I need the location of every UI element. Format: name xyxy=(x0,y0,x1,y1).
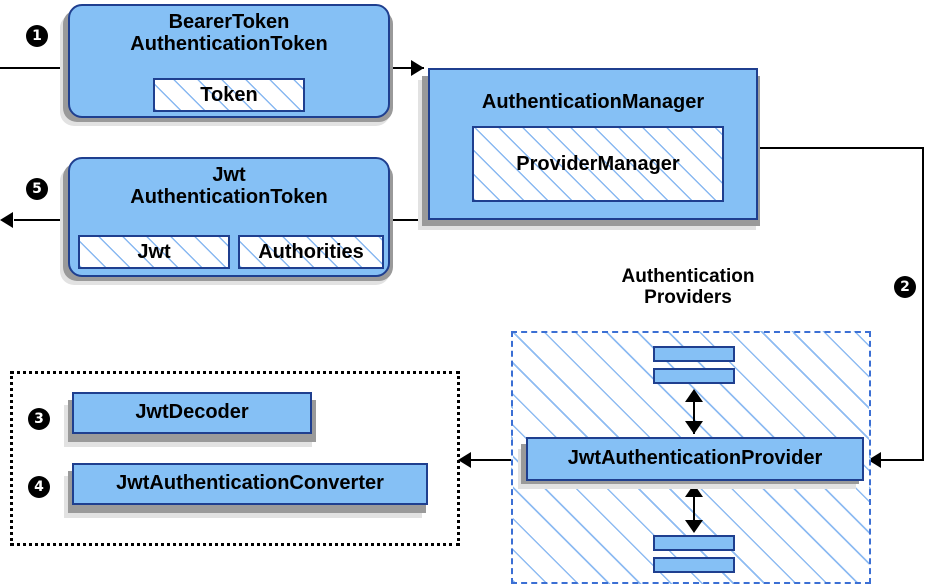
badge-step-2: 2 xyxy=(894,276,916,298)
authentication-manager-box[interactable]: AuthenticationManager ProviderManager xyxy=(428,68,758,220)
provider-stub-upper-a xyxy=(653,346,735,362)
provider-stub-lower-a xyxy=(653,535,735,551)
badge-step-1-label: 1 xyxy=(32,28,42,44)
provider-stub-upper-b xyxy=(653,368,735,384)
badge-step-1: 1 xyxy=(26,25,48,47)
jwt-authentication-provider-box[interactable]: JwtAuthenticationProvider xyxy=(526,437,864,481)
bearer-token-authentication-token-label: BearerToken AuthenticationToken xyxy=(130,11,328,55)
badge-step-5-label: 5 xyxy=(32,181,42,197)
badge-step-5: 5 xyxy=(26,178,48,200)
arrowhead-token-to-manager xyxy=(411,60,424,76)
provider-manager-label: ProviderManager xyxy=(516,152,680,175)
arrowhead-provider-to-support xyxy=(458,452,471,468)
connector-manager-to-jwt-token xyxy=(388,219,428,221)
bearer-token-field-token-label: Token xyxy=(200,83,258,106)
jwt-support-group xyxy=(10,371,460,546)
jwt-authentication-provider-label: JwtAuthenticationProvider xyxy=(567,447,823,470)
jwt-decoder-box[interactable]: JwtDecoder xyxy=(72,392,312,434)
bearer-token-authentication-token-box[interactable]: BearerToken AuthenticationToken Token xyxy=(68,4,390,118)
badge-step-2-label: 2 xyxy=(900,279,910,295)
connector-into-provider xyxy=(874,459,924,461)
connector-provider-to-support xyxy=(470,459,526,461)
arrowhead-into-provider xyxy=(868,452,881,468)
jwt-token-field-jwt-label: Jwt xyxy=(137,240,171,263)
connector-manager-right xyxy=(758,147,924,149)
badge-step-4: 4 xyxy=(28,476,50,498)
authentication-manager-field-provider-manager: ProviderManager xyxy=(472,126,724,202)
arrowhead-provider-up xyxy=(685,389,703,402)
jwt-token-field-authorities: Authorities xyxy=(238,235,384,269)
connector-provider-up xyxy=(693,392,695,434)
connector-response-out xyxy=(14,219,72,221)
badge-step-3: 3 xyxy=(28,408,50,430)
arrowhead-provider-down xyxy=(685,520,703,533)
connector-request-in xyxy=(0,67,70,69)
bearer-token-field-token: Token xyxy=(153,78,305,112)
jwt-authentication-converter-box[interactable]: JwtAuthenticationConverter xyxy=(72,463,428,505)
badge-step-3-label: 3 xyxy=(34,411,44,427)
arrowhead-response-out xyxy=(0,212,13,228)
jwt-token-field-jwt: Jwt xyxy=(78,235,230,269)
jwt-token-field-authorities-label: Authorities xyxy=(258,240,364,263)
provider-stub-lower-b xyxy=(653,557,735,573)
connector-provider-down xyxy=(693,487,695,531)
connector-token-to-manager xyxy=(388,67,424,69)
jwt-authentication-token-box[interactable]: Jwt AuthenticationToken Jwt Authorities xyxy=(68,157,390,277)
connector-manager-down xyxy=(922,147,924,460)
jwt-decoder-label: JwtDecoder xyxy=(135,401,249,424)
authentication-providers-caption: Authentication Providers xyxy=(621,266,755,308)
authentication-manager-label: AuthenticationManager xyxy=(481,91,705,113)
jwt-authentication-converter-label: JwtAuthenticationConverter xyxy=(116,472,384,495)
jwt-authentication-token-label: Jwt AuthenticationToken xyxy=(130,164,328,208)
badge-step-4-label: 4 xyxy=(34,479,44,495)
arrowhead-provider-up-down xyxy=(685,421,703,434)
